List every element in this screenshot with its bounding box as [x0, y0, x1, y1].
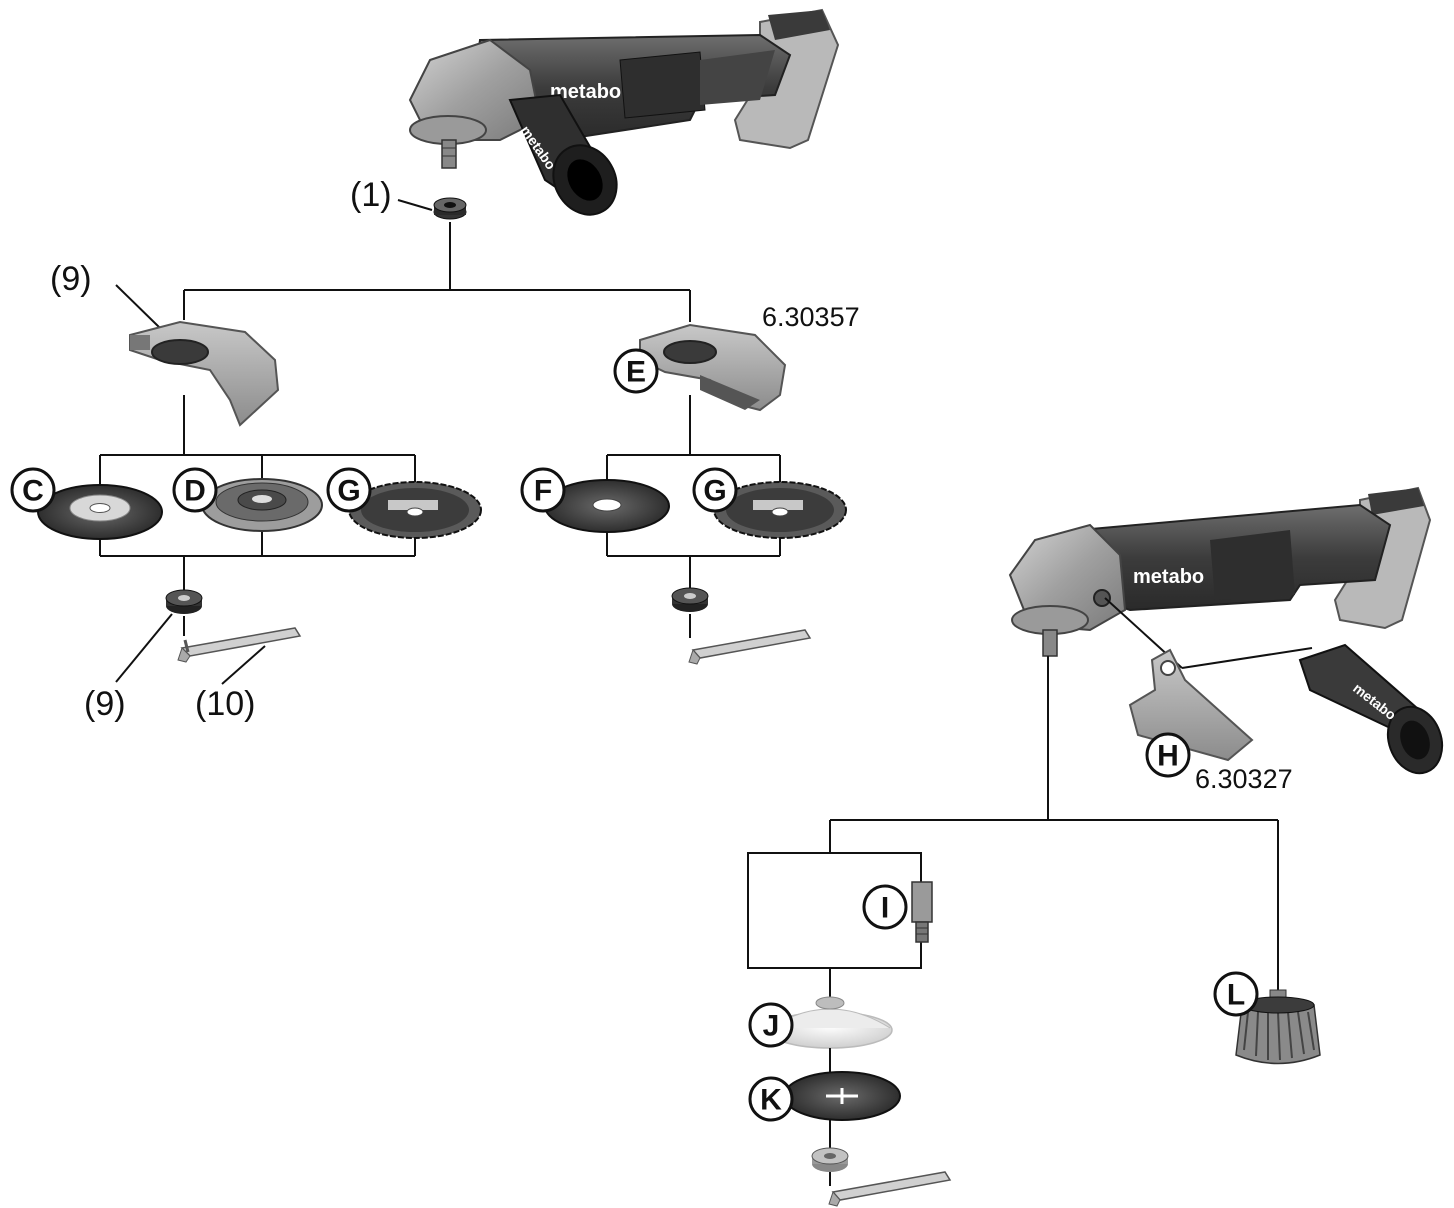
badge-e: E — [615, 350, 657, 392]
svg-text:G: G — [337, 475, 360, 508]
badge-g-middle: G — [694, 469, 736, 511]
badge-l: L — [1215, 973, 1257, 1015]
leader-line — [116, 285, 160, 328]
angle-grinder-icon: metabo — [1010, 488, 1430, 656]
callout-9-guard: (9) — [50, 260, 92, 298]
pin-wrench-icon — [178, 628, 300, 662]
leader-line — [398, 200, 432, 210]
pin-wrench-icon — [689, 630, 810, 664]
support-flange-icon — [434, 198, 466, 219]
badge-c: C — [12, 469, 54, 511]
svg-text:L: L — [1227, 979, 1245, 1012]
grinding-disc-icon — [38, 485, 162, 539]
part-number-guard-e: 6.30357 — [762, 302, 860, 332]
svg-text:E: E — [626, 356, 646, 389]
svg-text:K: K — [760, 1084, 782, 1117]
connector-line — [1182, 648, 1312, 668]
clamping-nut-icon — [672, 588, 708, 612]
svg-text:F: F — [534, 475, 552, 508]
badge-g-left: G — [328, 469, 370, 511]
wheel-guard-icon — [640, 325, 785, 410]
pin-wrench-icon — [829, 1172, 950, 1206]
clamping-nut-icon — [812, 1148, 848, 1172]
svg-text:H: H — [1157, 740, 1179, 773]
svg-text:D: D — [184, 475, 206, 508]
leader-line — [222, 646, 265, 684]
callout-9-nut: (9) — [84, 685, 126, 723]
callout-10-wrench: (10) — [195, 685, 255, 723]
badge-f: F — [522, 469, 564, 511]
callout-1: (1) — [350, 176, 392, 214]
svg-text:J: J — [763, 1010, 780, 1043]
angle-grinder-icon: metabo — [410, 10, 838, 168]
brand-logo: metabo — [1133, 566, 1204, 588]
adapter-icon — [912, 882, 932, 942]
flap-disc-icon — [202, 479, 322, 531]
badge-i: I — [864, 886, 906, 928]
svg-text:C: C — [22, 475, 44, 508]
badge-j: J — [750, 1004, 792, 1046]
part-number-guard-h: 6.30327 — [1195, 764, 1293, 794]
side-handle-icon: metabo — [1300, 645, 1451, 781]
leader-line — [116, 614, 172, 682]
badge-h: H — [1147, 734, 1189, 776]
badge-k: K — [750, 1078, 792, 1120]
wheel-guard-icon — [130, 322, 278, 425]
svg-text:G: G — [703, 475, 726, 508]
clamping-nut-icon — [166, 590, 202, 614]
badge-d: D — [174, 469, 216, 511]
svg-text:I: I — [881, 892, 889, 925]
sanding-disc-icon — [784, 1072, 900, 1120]
